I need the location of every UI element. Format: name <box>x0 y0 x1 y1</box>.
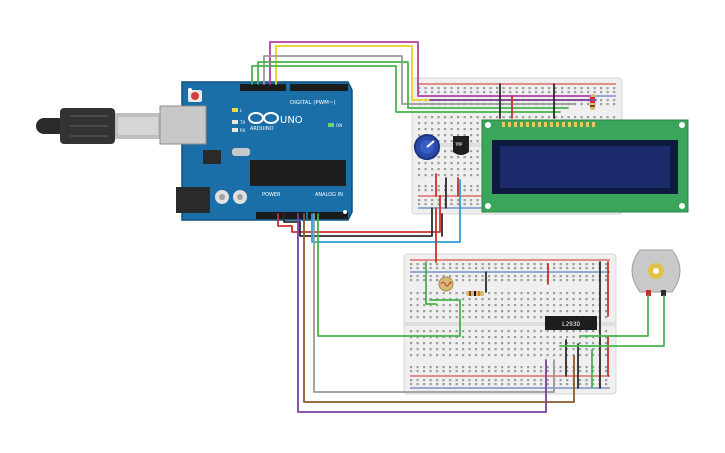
digital-header-left <box>240 84 286 91</box>
analog-header-label: ANALOG IN <box>315 192 343 198</box>
wire-brown-long <box>303 213 575 403</box>
led-on-label: ON <box>336 123 342 128</box>
power-header <box>256 212 306 219</box>
led-rx-label: RX <box>240 128 246 133</box>
lcd-module <box>481 119 689 213</box>
wire-black-power <box>283 207 433 237</box>
mounting-hole <box>343 210 347 214</box>
wire-green-lower <box>425 261 437 305</box>
led-tx-label: TX <box>239 120 245 125</box>
board-logo-text: ARDUINO <box>250 126 274 132</box>
wire-green-top <box>257 61 569 109</box>
small-chip <box>203 150 221 164</box>
arduino-uno-board: DIGITAL (PWM~) POWER ANALOG IN ARDUINO U… <box>159 81 353 221</box>
wire-blue-analog <box>311 179 461 243</box>
usb-port <box>159 105 207 145</box>
wire-green-motor-2 <box>559 295 665 347</box>
led-l <box>232 108 238 112</box>
led-on <box>328 123 334 127</box>
photoresistor <box>438 276 454 292</box>
mounting-hole <box>188 88 192 92</box>
atmega-chip <box>250 160 346 186</box>
wire-green-analog <box>317 213 461 337</box>
wire-red-power <box>277 195 441 233</box>
potentiometer[interactable] <box>414 134 440 160</box>
resistor-upper <box>590 94 595 110</box>
lcd-screen <box>500 146 670 188</box>
led-tx <box>232 120 238 124</box>
analog-header <box>308 212 348 219</box>
power-header-label: POWER <box>262 192 281 198</box>
reset-button[interactable] <box>191 92 199 100</box>
wire-green-top-2 <box>251 65 561 113</box>
board-model-text: UNO <box>280 115 303 126</box>
crystal <box>232 148 250 156</box>
lcd-pin-header <box>502 122 595 127</box>
digital-header-label: DIGITAL (PWM~) <box>290 100 336 106</box>
digital-header-right <box>290 84 348 91</box>
temperature-sensor: TMP <box>453 136 469 155</box>
motor-driver-chip: L293D <box>545 316 597 330</box>
usb-cable <box>36 108 160 144</box>
dc-motor <box>631 249 681 296</box>
wires <box>251 41 665 413</box>
resistor-lower <box>466 291 484 296</box>
temperature-sensor-label: TMP <box>455 142 463 147</box>
led-rx <box>232 128 238 132</box>
wire-gray-long <box>313 213 555 393</box>
led-l-label: L <box>240 108 243 113</box>
arduino-logo-icon <box>248 112 279 124</box>
power-jack <box>176 187 210 213</box>
motor-driver-label: L293D <box>562 321 580 328</box>
wire-green-motor-1 <box>579 295 649 337</box>
lower-breadboard <box>403 253 617 395</box>
wire-purple-long <box>297 213 547 413</box>
